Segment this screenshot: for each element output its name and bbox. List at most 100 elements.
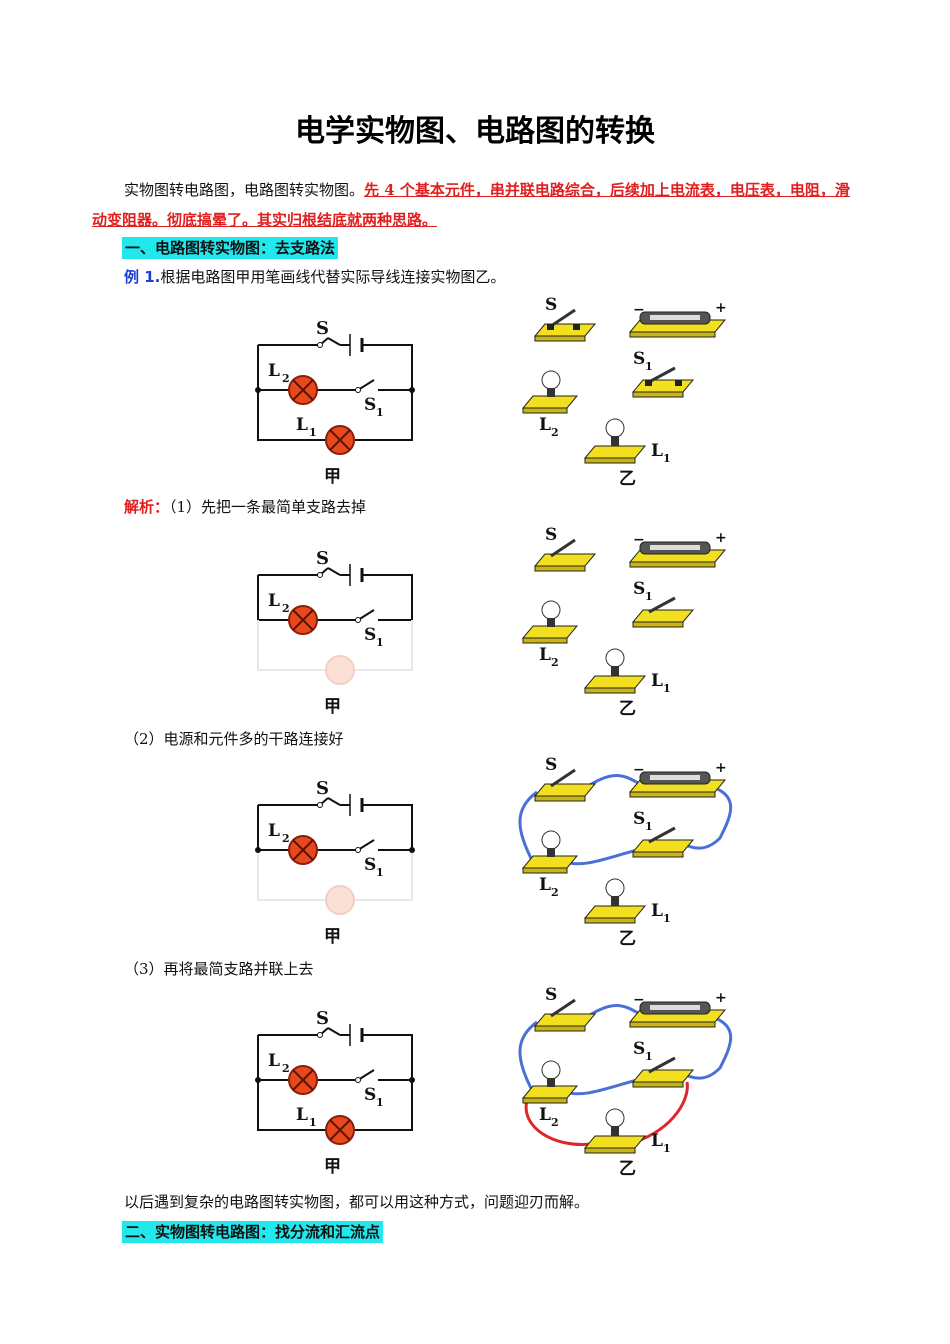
yi3-label-l2: L (539, 875, 551, 895)
intro-highlight: 先 4 个基本元件，串并联电路综合，后续加上电流表，电压表，电阻，滑动变阻器。彻… (92, 181, 850, 229)
yi4-label-yi: 乙 (619, 1159, 636, 1179)
physical-diagram-yi-2: S − + S 1 L 2 L 1 乙 (521, 525, 727, 719)
jia4-label-jia: 甲 (324, 1157, 341, 1177)
lamp-l1-symbol (325, 425, 355, 455)
lamp-l2-component (521, 370, 579, 414)
yi4-plus: + (715, 990, 727, 1006)
jia3-label-jia: 甲 (324, 927, 341, 947)
yi3-label-s: S (545, 755, 557, 775)
jia3-label-s: S (316, 778, 329, 799)
jia3-label-l2-sub: 2 (282, 832, 290, 845)
yi4-label-l1: L (651, 1131, 663, 1151)
label-l1: L (296, 415, 308, 435)
label-s: S (316, 318, 329, 339)
yi3-minus: − (633, 762, 645, 778)
lamp-l1-component (583, 418, 647, 464)
page-title: 电学实物图、电路图的转换 (295, 114, 655, 149)
physical-diagram-yi-4: S − + S 1 L 2 L 1 乙 (518, 985, 733, 1179)
physical-diagram-yi-3: S − + S 1 L 2 L 1 乙 (518, 755, 733, 949)
circuit-diagram-jia-1: S L 2 S 1 L 1 甲 (255, 318, 415, 487)
label-l1-sub: 1 (309, 426, 317, 439)
circuit-diagram-jia-3: S L 2 S 1 甲 (255, 778, 415, 947)
lamp-l2-symbol-2 (288, 605, 318, 635)
yi2-label-s1-sub: 1 (645, 590, 653, 603)
jia4-label-l2-sub: 2 (282, 1062, 290, 1075)
closing-text: 以后遇到复杂的电路图转实物图，都可以用这种方式，问题迎刃而解。 (124, 1193, 590, 1211)
yi1-plus: + (715, 300, 727, 316)
yi4-label-s: S (545, 985, 557, 1005)
yi2-minus: − (633, 532, 645, 548)
yi2-plus: + (715, 530, 727, 546)
jia4-label-s1: S (364, 1085, 376, 1105)
yi1-label-yi: 乙 (619, 469, 636, 489)
yi3-label-yi: 乙 (619, 929, 636, 949)
yi1-label-s1-sub: 1 (645, 360, 653, 373)
jia2-label-s1-sub: 1 (376, 636, 384, 649)
yi1-label-l2: L (539, 415, 551, 435)
analysis-step1: （1）先把一条最简单支路去掉 (169, 498, 367, 516)
switch-s1-component (631, 366, 695, 398)
yi1-label-l2-sub: 2 (551, 426, 559, 439)
label-s1: S (364, 395, 376, 415)
example1-line: 例 1.根据电路图甲用笔画线代替实际导线连接实物图乙。 (124, 267, 505, 287)
jia2-label-s: S (316, 548, 329, 569)
yi4-label-l2-sub: 2 (551, 1116, 559, 1129)
intro-plain: 实物图转电路图，电路图转实物图。 (124, 181, 365, 199)
jia4-label-l1-sub: 1 (309, 1116, 317, 1129)
label-s1-sub: 1 (376, 406, 384, 419)
jia2-label-s1: S (364, 625, 376, 645)
yi1-label-s1: S (633, 349, 645, 369)
yi4-minus: − (633, 992, 645, 1008)
yi3-plus: + (715, 760, 727, 776)
jia2-label-l2: L (268, 591, 280, 611)
yi1-label-l1-sub: 1 (663, 452, 671, 465)
yi4-label-s1: S (633, 1039, 645, 1059)
battery-component (628, 311, 727, 338)
yi2-label-l2: L (539, 645, 551, 665)
jia4-label-s1-sub: 1 (376, 1096, 384, 1109)
jia3-label-s1: S (364, 855, 376, 875)
analysis-line: 解析：（1）先把一条最简单支路去掉 (124, 497, 366, 517)
example1-label: 例 1. (124, 268, 161, 286)
jia3-label-l2: L (268, 821, 280, 841)
label-l2-sub: 2 (282, 372, 290, 385)
section1-heading: 一、电路图转实物图：去支路法 (122, 237, 339, 259)
yi2-label-s1: S (633, 579, 645, 599)
yi2-label-l1: L (651, 671, 663, 691)
analysis-step3: （3）再将最简支路并联上去 (124, 960, 314, 978)
yi3-label-l1: L (651, 901, 663, 921)
section2-heading: 二、实物图转电路图：找分流和汇流点 (122, 1221, 384, 1243)
jia2-label-jia: 甲 (324, 697, 341, 717)
red-wire-branch (524, 1081, 689, 1147)
yi2-label-l1-sub: 1 (663, 682, 671, 695)
yi3-label-l2-sub: 2 (551, 886, 559, 899)
yi1-label-l1: L (651, 441, 663, 461)
circuit-diagram-jia-2: S L 2 S 1 甲 (257, 548, 413, 717)
blue-wire-main (518, 773, 733, 866)
yi4-label-l2: L (539, 1105, 551, 1125)
yi4-label-s1-sub: 1 (645, 1050, 653, 1063)
yi2-label-l2-sub: 2 (551, 656, 559, 669)
yi2-label-s: S (545, 525, 557, 545)
label-l2: L (268, 361, 280, 381)
physical-diagram-yi-1: S − + S 1 L 2 L 1 乙 (521, 295, 727, 489)
yi1-label-s: S (545, 295, 557, 315)
yi3-label-s1: S (633, 809, 645, 829)
jia4-label-s: S (316, 1008, 329, 1029)
jia4-label-l2: L (268, 1051, 280, 1071)
yi3-label-s1-sub: 1 (645, 820, 653, 833)
blue-wire-main-4 (518, 1003, 733, 1096)
intro-paragraph: 实物图转电路图，电路图转实物图。先 4 个基本元件，串并联电路综合，后续加上电流… (92, 175, 862, 235)
jia4-label-l1: L (296, 1105, 308, 1125)
jia3-label-s1-sub: 1 (376, 866, 384, 879)
yi2-label-yi: 乙 (619, 699, 636, 719)
jia2-label-l2-sub: 2 (282, 602, 290, 615)
circuit-diagram-jia-4: S L 2 S 1 L 1 甲 (255, 1008, 415, 1177)
yi1-minus: − (633, 302, 645, 318)
yi4-label-l1-sub: 1 (663, 1142, 671, 1155)
yi3-label-l1-sub: 1 (663, 912, 671, 925)
lamp-l2-symbol (288, 375, 318, 405)
example1-text: 根据电路图甲用笔画线代替实际导线连接实物图乙。 (160, 268, 506, 286)
analysis-label: 解析： (124, 498, 170, 516)
switch-s-component (533, 308, 597, 342)
